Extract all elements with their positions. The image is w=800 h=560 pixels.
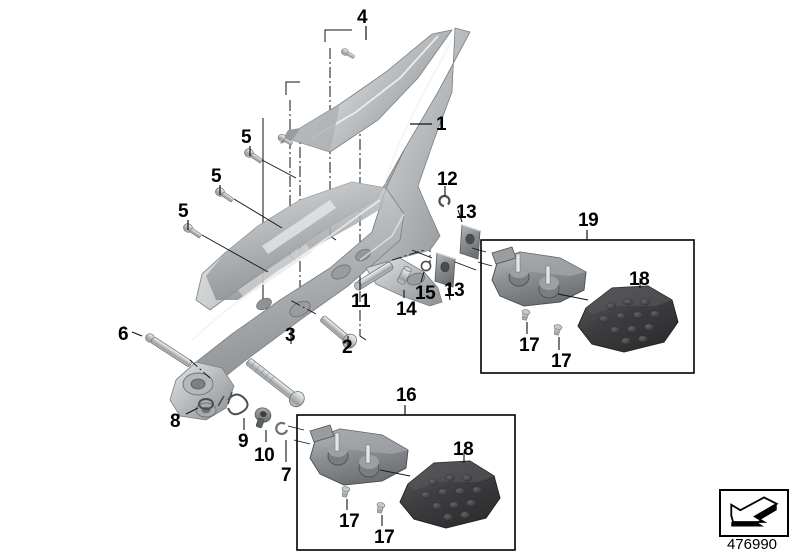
- callout-4: 4: [357, 7, 368, 28]
- callout-18-right: 18: [629, 269, 650, 290]
- clip-small-art: [438, 186, 451, 208]
- callout-16: 16: [396, 385, 417, 406]
- footpeg-assembly-right-art: [471, 246, 679, 353]
- callout-18-left: 18: [453, 439, 474, 460]
- callout-17-left-b: 17: [374, 527, 395, 548]
- callout-1: 1: [436, 114, 447, 135]
- callout-19: 19: [578, 210, 599, 231]
- callout-11: 11: [351, 291, 371, 312]
- main-frame-bracket-art: [169, 27, 471, 421]
- callout-2: 2: [342, 337, 353, 358]
- callout-5-lower: 5: [178, 201, 189, 222]
- pivot-pin-art: [131, 331, 211, 379]
- box-16-frame: [296, 414, 516, 551]
- pin-dowel-art: [354, 249, 425, 291]
- callout-10: 10: [254, 445, 275, 466]
- callout-13-lower: 13: [444, 280, 465, 301]
- callout-5-upper: 5: [241, 127, 252, 148]
- bushing-and-washer-art: [397, 260, 432, 298]
- callout-8: 8: [170, 411, 181, 432]
- callout-6: 6: [118, 324, 129, 345]
- callout-17-left-a: 17: [339, 511, 360, 532]
- footpeg-assembly-left-art: [287, 424, 501, 529]
- callout-17-right-a: 17: [519, 335, 540, 356]
- callout-5-middle: 5: [211, 166, 222, 187]
- bolt-hex-long-art: [245, 330, 305, 408]
- callout-7: 7: [281, 465, 292, 486]
- diagram-id: 476990: [726, 536, 778, 553]
- callout-13-upper: 13: [456, 202, 477, 223]
- callout-9: 9: [238, 431, 249, 452]
- callout-14: 14: [396, 299, 417, 320]
- callout-17-right-b: 17: [551, 351, 572, 372]
- callout-3: 3: [285, 325, 296, 346]
- frame-cover-trim-art: [280, 29, 453, 153]
- callout-12: 12: [437, 169, 458, 190]
- bolt-hex-short-art: [289, 299, 357, 349]
- angle-brackets-13-art: [411, 209, 481, 301]
- callout-15: 15: [415, 283, 436, 304]
- forward-arrow-icon: [719, 489, 789, 537]
- small-parts-group: [185, 391, 289, 462]
